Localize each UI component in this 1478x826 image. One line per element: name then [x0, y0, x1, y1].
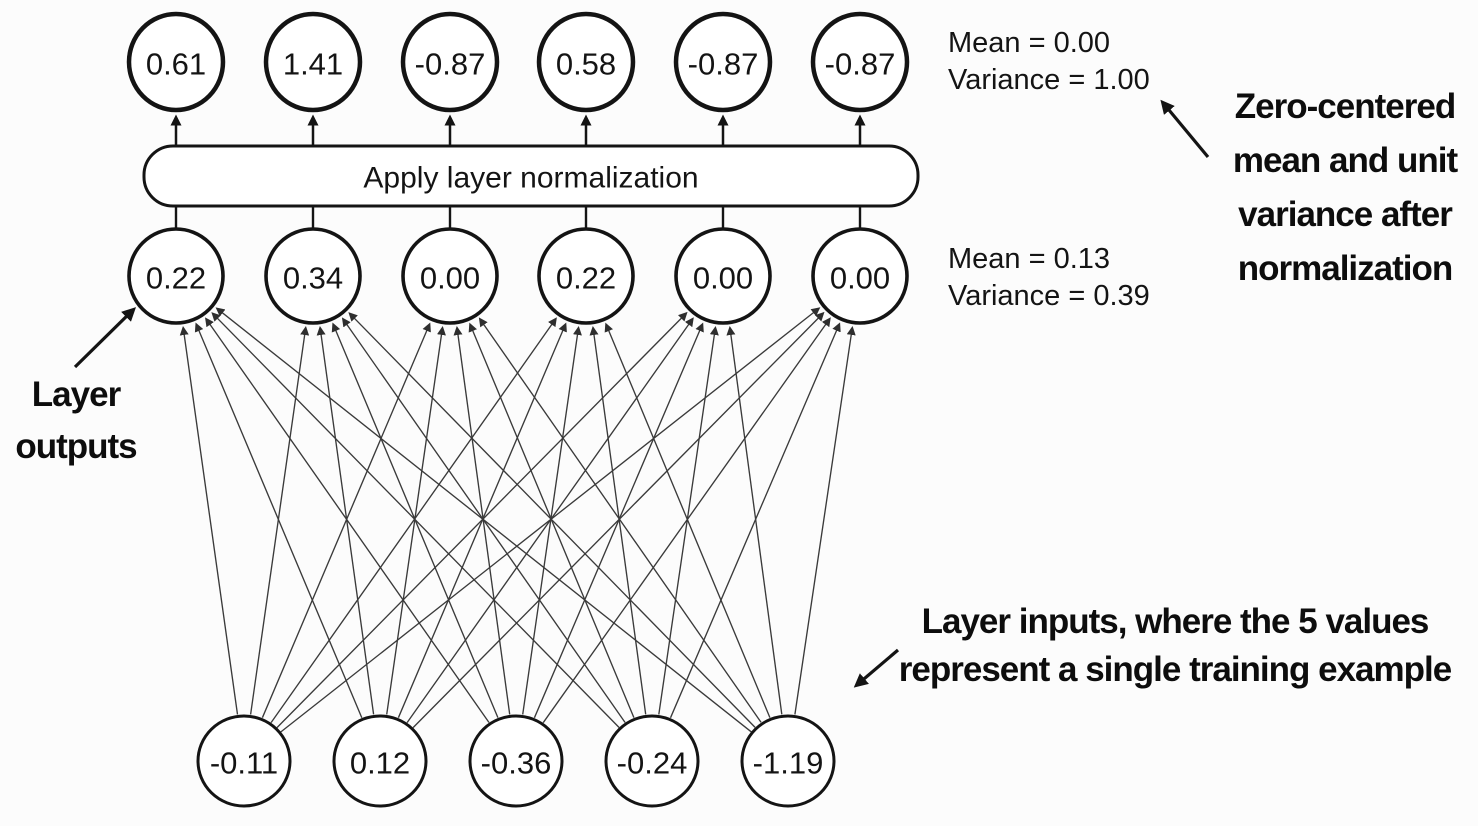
input-node: -0.11 — [196, 714, 292, 808]
node-value: 0.61 — [146, 47, 206, 82]
normalized-node: 1.41 — [263, 11, 363, 113]
node-value: 0.12 — [350, 746, 410, 781]
layer-outputs-arrow-icon — [73, 307, 136, 369]
note-layer-outputs: Layer outputs — [0, 369, 152, 473]
output-node: 0.00 — [811, 227, 909, 325]
node-value: -0.87 — [825, 47, 896, 82]
node-circle — [468, 714, 564, 808]
zero-centered-arrow-icon — [1160, 99, 1210, 159]
node-circle — [536, 11, 636, 113]
node-value: -0.87 — [415, 47, 486, 82]
variance-before-label: Variance = 0.39 — [948, 280, 1150, 312]
normalization-box-shape — [142, 144, 920, 208]
normalized-node: -0.87 — [400, 11, 500, 113]
stats-before-normalization: Mean = 0.13 Variance = 0.39 — [948, 241, 1150, 315]
node-circle — [332, 714, 428, 808]
variance-after-label: Variance = 1.00 — [948, 64, 1150, 96]
node-value: 0.22 — [556, 261, 616, 296]
node-value: 0.58 — [556, 47, 616, 82]
node-value: 0.34 — [283, 261, 343, 296]
node-circle — [127, 227, 225, 325]
input-output-connections — [179, 307, 856, 733]
note-line: Layer inputs, where the 5 values — [921, 602, 1430, 641]
node-circle — [196, 714, 292, 808]
note-line: normalization — [1237, 249, 1454, 288]
node-circle — [604, 714, 700, 808]
note-line: Layer — [31, 375, 121, 414]
node-circle — [401, 227, 499, 325]
normalized-node: -0.87 — [673, 11, 773, 113]
node-value: -1.19 — [753, 746, 824, 781]
output-node: 0.22 — [127, 227, 225, 325]
note-layer-inputs: Layer inputs, where the 5 values represe… — [885, 598, 1465, 694]
node-circle — [263, 11, 363, 113]
node-value: -0.87 — [688, 47, 759, 82]
input-node: 0.12 — [332, 714, 428, 808]
output-node: 0.22 — [537, 227, 635, 325]
note-line: outputs — [15, 427, 137, 466]
normalization-box: Apply layer normalization — [142, 144, 920, 208]
node-value: -0.24 — [617, 746, 688, 781]
input-node: -1.19 — [740, 714, 836, 808]
node-circle — [674, 227, 772, 325]
node-circle — [400, 11, 500, 113]
normalized-node: 0.58 — [536, 11, 636, 113]
input-nodes-row: -0.11 0.12 -0.36 -0.24 -1.19 — [196, 714, 836, 808]
note-zero-centered: Zero-centered mean and unit variance aft… — [1200, 80, 1478, 296]
output-node: 0.34 — [264, 227, 362, 325]
stats-after-normalization: Mean = 0.00 Variance = 1.00 — [948, 25, 1150, 99]
node-value: 0.00 — [420, 261, 480, 296]
output-nodes-row: 0.22 0.34 0.00 0.22 0.00 0.00 — [127, 227, 909, 325]
output-node: 0.00 — [401, 227, 499, 325]
note-line: mean and unit — [1232, 141, 1458, 180]
input-node: -0.36 — [468, 714, 564, 808]
node-value: 0.00 — [830, 261, 890, 296]
normalized-node: -0.87 — [810, 11, 910, 113]
mean-before-label: Mean = 0.13 — [948, 243, 1111, 275]
node-circle — [537, 227, 635, 325]
normalized-node: 0.61 — [126, 11, 226, 113]
node-circle — [740, 714, 836, 808]
normalized-nodes-row: 0.61 1.41 -0.87 0.58 -0.87 -0.87 — [126, 11, 910, 113]
input-node: -0.24 — [604, 714, 700, 808]
node-circle — [673, 11, 773, 113]
node-circle — [126, 11, 226, 113]
output-node: 0.00 — [674, 227, 772, 325]
node-value: -0.36 — [481, 746, 552, 781]
note-line: variance after — [1238, 195, 1453, 234]
node-circle — [810, 11, 910, 113]
normalization-box-links — [170, 114, 866, 229]
node-value: 0.00 — [693, 261, 753, 296]
note-line: Zero-centered — [1234, 87, 1456, 126]
node-circle — [264, 227, 362, 325]
node-value: 1.41 — [283, 47, 343, 82]
mean-after-label: Mean = 0.00 — [948, 27, 1111, 59]
node-value: -0.11 — [210, 746, 278, 781]
node-circle — [811, 227, 909, 325]
layer-inputs-arrow-icon — [853, 648, 900, 688]
node-value: 0.22 — [146, 261, 206, 296]
note-line: represent a single training example — [898, 650, 1452, 689]
normalization-box-label: Apply layer normalization — [363, 162, 698, 195]
